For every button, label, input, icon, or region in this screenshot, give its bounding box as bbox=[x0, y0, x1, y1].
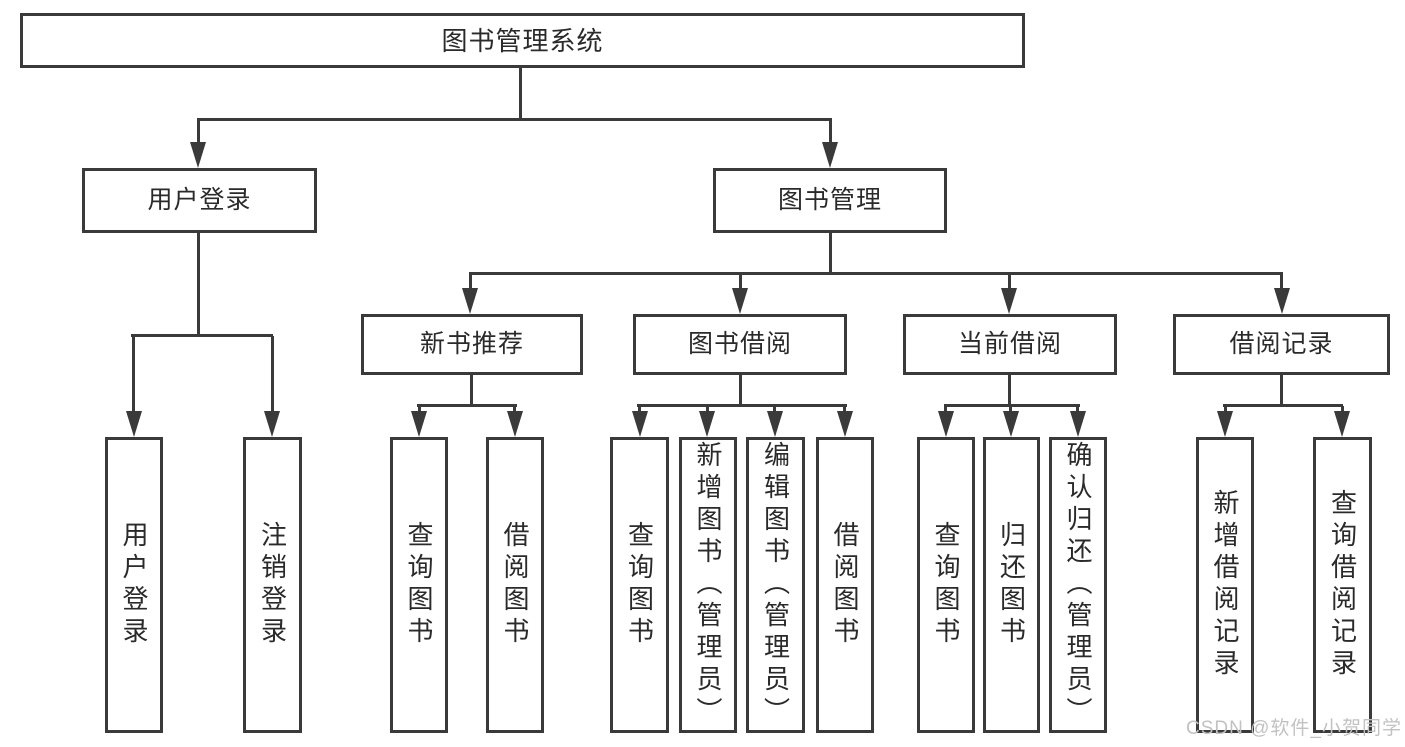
arrowhead-book-borrow bbox=[732, 288, 748, 314]
connector-shaft-current-borrow bbox=[1008, 274, 1011, 290]
leaf-current-query-books-label: 查询图书 bbox=[931, 521, 961, 649]
connector-shaft-bb-query bbox=[638, 406, 641, 415]
arrowhead-leaf-user-login bbox=[126, 411, 142, 437]
node-book-borrow-label: 图书借阅 bbox=[687, 330, 792, 358]
leaf-logout: 注销登录 bbox=[243, 437, 302, 733]
leaf-borrow-query-books-label: 查询图书 bbox=[624, 521, 655, 649]
connector-shaft-bb-edit bbox=[773, 406, 776, 415]
connector-shaft-book-management bbox=[829, 120, 832, 150]
connector-shaft-cb-query bbox=[944, 406, 947, 415]
arrowhead-current-borrow bbox=[1001, 288, 1017, 314]
node-borrow-records-label: 借阅记录 bbox=[1229, 330, 1334, 358]
leaf-user-login: 用户登录 bbox=[105, 437, 163, 733]
arrowhead-bb-edit bbox=[767, 411, 783, 437]
connector-user-login-stub bbox=[197, 233, 200, 337]
connector-shaft-leaf-logout bbox=[271, 336, 274, 414]
node-user-login: 用户登录 bbox=[82, 168, 317, 233]
connector-book-management-stub bbox=[829, 233, 832, 274]
arrowhead-recommend-borrow bbox=[507, 411, 523, 437]
leaf-confirm-return-admin-label: 确认归还（管理员） bbox=[1063, 441, 1093, 729]
leaf-recommend-borrow-books-label: 借阅图书 bbox=[500, 521, 530, 649]
leaf-confirm-return-admin: 确认归还（管理员） bbox=[1049, 437, 1107, 733]
leaf-edit-books-admin: 编辑图书（管理员） bbox=[746, 437, 805, 733]
leaf-add-borrow-record-label: 新增借阅记录 bbox=[1210, 489, 1240, 681]
leaf-logout-label: 注销登录 bbox=[257, 521, 288, 649]
leaf-query-borrow-record-label: 查询借阅记录 bbox=[1327, 489, 1358, 681]
connector-shaft-leaf-user-login bbox=[132, 336, 135, 414]
arrowhead-book-management bbox=[822, 142, 838, 168]
arrowhead-bb-add bbox=[699, 411, 715, 437]
arrowhead-bb-query bbox=[632, 411, 648, 437]
leaf-return-books: 归还图书 bbox=[983, 437, 1040, 733]
node-book-management: 图书管理 bbox=[713, 168, 947, 233]
connector-shaft-recommend-query bbox=[418, 406, 421, 415]
connector-shaft-cb-return bbox=[1009, 406, 1012, 415]
node-book-management-label: 图书管理 bbox=[777, 186, 882, 214]
connector-shaft-br-add bbox=[1224, 406, 1227, 415]
arrowhead-leaf-logout bbox=[264, 411, 280, 437]
connector-shaft-borrow-records bbox=[1280, 274, 1283, 290]
arrowhead-br-add bbox=[1217, 411, 1233, 437]
node-new-book-recommend-label: 新书推荐 bbox=[419, 330, 524, 358]
connector-shaft-bb-add bbox=[706, 406, 709, 415]
connector-shaft-user-login bbox=[197, 120, 200, 150]
connector-recommend-stub bbox=[470, 375, 473, 406]
leaf-add-books-admin: 新增图书（管理员） bbox=[679, 437, 737, 733]
arrowhead-cb-query bbox=[938, 411, 954, 437]
leaf-borrow-query-books: 查询图书 bbox=[610, 437, 669, 733]
leaf-current-query-books: 查询图书 bbox=[917, 437, 975, 733]
arrowhead-cb-confirm bbox=[1070, 411, 1086, 437]
leaf-add-borrow-record: 新增借阅记录 bbox=[1196, 437, 1254, 733]
connector-borrow-records-stub bbox=[1280, 375, 1283, 406]
leaf-recommend-query-books: 查询图书 bbox=[390, 437, 448, 733]
connector-current-borrow-stub bbox=[1008, 375, 1011, 406]
node-root: 图书管理系统 bbox=[20, 13, 1025, 68]
arrowhead-br-query bbox=[1334, 411, 1350, 437]
node-current-borrow-label: 当前借阅 bbox=[957, 330, 1062, 358]
node-borrow-records: 借阅记录 bbox=[1173, 314, 1390, 375]
leaf-query-borrow-record: 查询借阅记录 bbox=[1313, 437, 1372, 733]
connector-shaft-new-book-recommend bbox=[469, 274, 472, 290]
node-new-book-recommend: 新书推荐 bbox=[361, 314, 583, 375]
arrowhead-new-book-recommend bbox=[462, 288, 478, 314]
connector-book-borrow-rail bbox=[637, 404, 847, 407]
leaf-user-login-label: 用户登录 bbox=[119, 521, 149, 649]
connector-shaft-recommend-borrow bbox=[513, 406, 516, 415]
connector-level2-rail bbox=[469, 272, 1283, 275]
leaf-edit-books-admin-label: 编辑图书（管理员） bbox=[760, 441, 791, 729]
node-current-borrow: 当前借阅 bbox=[903, 314, 1117, 375]
csdn-watermark: CSDN @软件_小贺同学 bbox=[1186, 718, 1402, 739]
arrowhead-borrow-records bbox=[1274, 288, 1290, 314]
node-book-borrow: 图书借阅 bbox=[633, 314, 847, 375]
connector-user-login-rail bbox=[131, 334, 273, 337]
leaf-borrow-books: 借阅图书 bbox=[816, 437, 874, 733]
connector-shaft-book-borrow bbox=[739, 274, 742, 290]
connector-current-borrow-rail bbox=[944, 404, 1080, 407]
arrowhead-bb-borrow bbox=[837, 411, 853, 437]
connector-shaft-br-query bbox=[1341, 406, 1344, 415]
node-root-label: 图书管理系统 bbox=[441, 25, 604, 56]
arrowhead-recommend-query bbox=[411, 411, 427, 437]
connector-level1-rail bbox=[197, 118, 832, 121]
arrowhead-cb-return bbox=[1003, 411, 1019, 437]
connector-shaft-bb-borrow bbox=[843, 406, 846, 415]
connector-recommend-rail bbox=[417, 404, 517, 407]
leaf-recommend-borrow-books: 借阅图书 bbox=[486, 437, 544, 733]
connector-shaft-cb-confirm bbox=[1076, 406, 1079, 415]
leaf-borrow-books-label: 借阅图书 bbox=[830, 521, 860, 649]
connector-borrow-records-rail bbox=[1223, 404, 1343, 407]
connector-book-borrow-stub bbox=[739, 375, 742, 406]
arrowhead-user-login bbox=[190, 142, 206, 168]
connector-root-stub bbox=[519, 68, 522, 120]
leaf-add-books-admin-label: 新增图书（管理员） bbox=[693, 441, 723, 729]
node-user-login-label: 用户登录 bbox=[147, 186, 252, 214]
leaf-recommend-query-books-label: 查询图书 bbox=[404, 521, 434, 649]
leaf-return-books-label: 归还图书 bbox=[996, 521, 1027, 649]
